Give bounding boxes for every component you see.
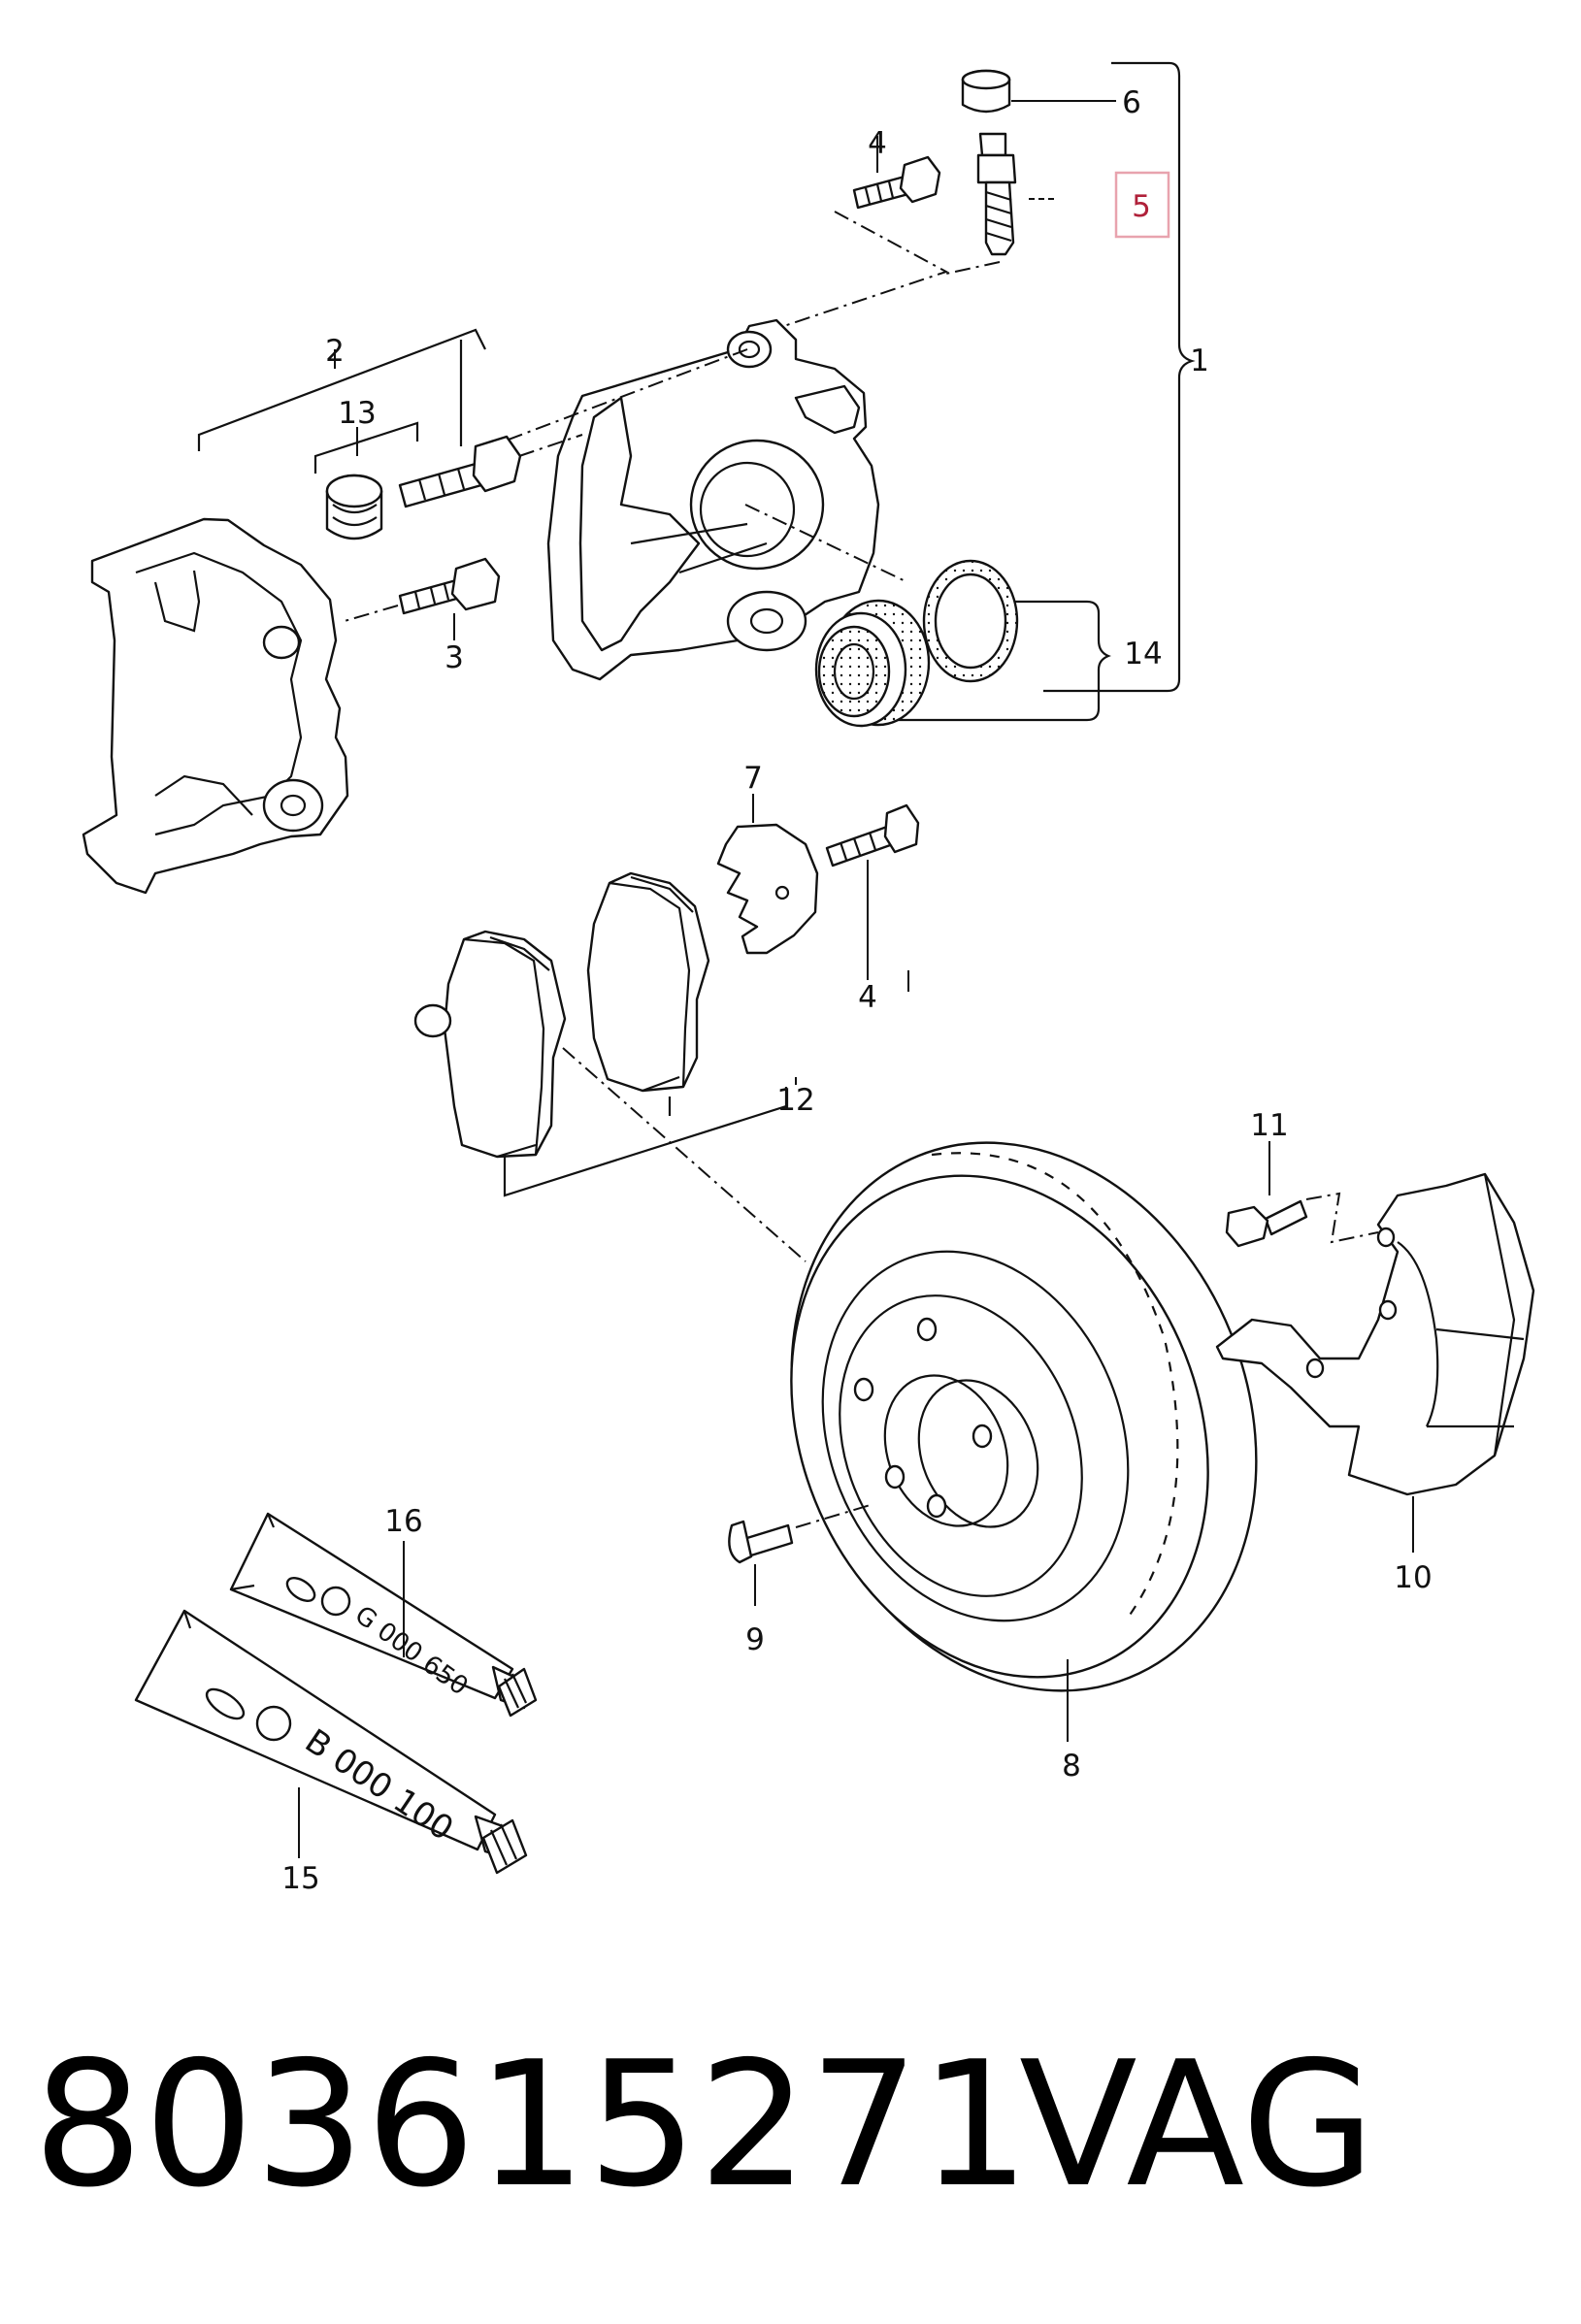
bolt-4-middle-part bbox=[825, 803, 920, 867]
bolt-3-part bbox=[398, 557, 501, 615]
callouts: 1 2 3 4 4 5 6 7 8 9 10 11 12 13 14 15 16 bbox=[281, 85, 1432, 1896]
disc-screw-part bbox=[728, 1520, 794, 1564]
callout-1[interactable]: 1 bbox=[1190, 344, 1209, 378]
guide-bushing-part bbox=[325, 474, 383, 540]
callout-9[interactable]: 9 bbox=[745, 1622, 765, 1657]
callout-16[interactable]: 16 bbox=[384, 1504, 422, 1539]
callout-6[interactable]: 6 bbox=[1122, 85, 1141, 120]
splash-shield-part bbox=[1215, 1172, 1535, 1496]
callout-15[interactable]: 15 bbox=[281, 1861, 319, 1896]
brake-pad-inner-part bbox=[413, 930, 567, 1159]
callout-5[interactable]: 5 bbox=[1132, 189, 1151, 224]
brace-group-1 bbox=[1043, 61, 1196, 693]
part-number: 803615271 bbox=[33, 2024, 1032, 2225]
bleeder-valve-part bbox=[976, 132, 1017, 256]
callout-4-middle[interactable]: 4 bbox=[858, 980, 877, 1015]
bolt-11-part bbox=[1225, 1199, 1308, 1248]
brand-name: VAG bbox=[1019, 2024, 1375, 2225]
callout-10[interactable]: 10 bbox=[1394, 1560, 1432, 1595]
callout-5-highlight bbox=[1114, 171, 1170, 239]
callout-8[interactable]: 8 bbox=[1062, 1749, 1081, 1784]
callout-13[interactable]: 13 bbox=[338, 396, 376, 431]
callout-11[interactable]: 11 bbox=[1250, 1108, 1288, 1143]
callout-12[interactable]: 12 bbox=[776, 1083, 814, 1118]
bolt-4-top-part bbox=[852, 155, 941, 210]
seal-ring-part bbox=[922, 559, 1019, 683]
piston-part bbox=[814, 599, 931, 728]
callout-7[interactable]: 7 bbox=[743, 761, 763, 796]
callout-14[interactable]: 14 bbox=[1124, 637, 1162, 671]
callout-4-top[interactable]: 4 bbox=[868, 126, 887, 161]
guide-pin-part bbox=[398, 435, 522, 508]
callout-2[interactable]: 2 bbox=[325, 334, 345, 369]
caliper-housing-part bbox=[546, 318, 880, 681]
brake-pad-outer-part bbox=[586, 871, 710, 1093]
caliper-bracket-part bbox=[82, 517, 349, 895]
brake-disc-part bbox=[790, 1141, 1258, 1692]
callout-3[interactable]: 3 bbox=[445, 640, 464, 675]
pad-clip-part bbox=[716, 823, 819, 955]
bleeder-cap-part bbox=[961, 69, 1011, 114]
